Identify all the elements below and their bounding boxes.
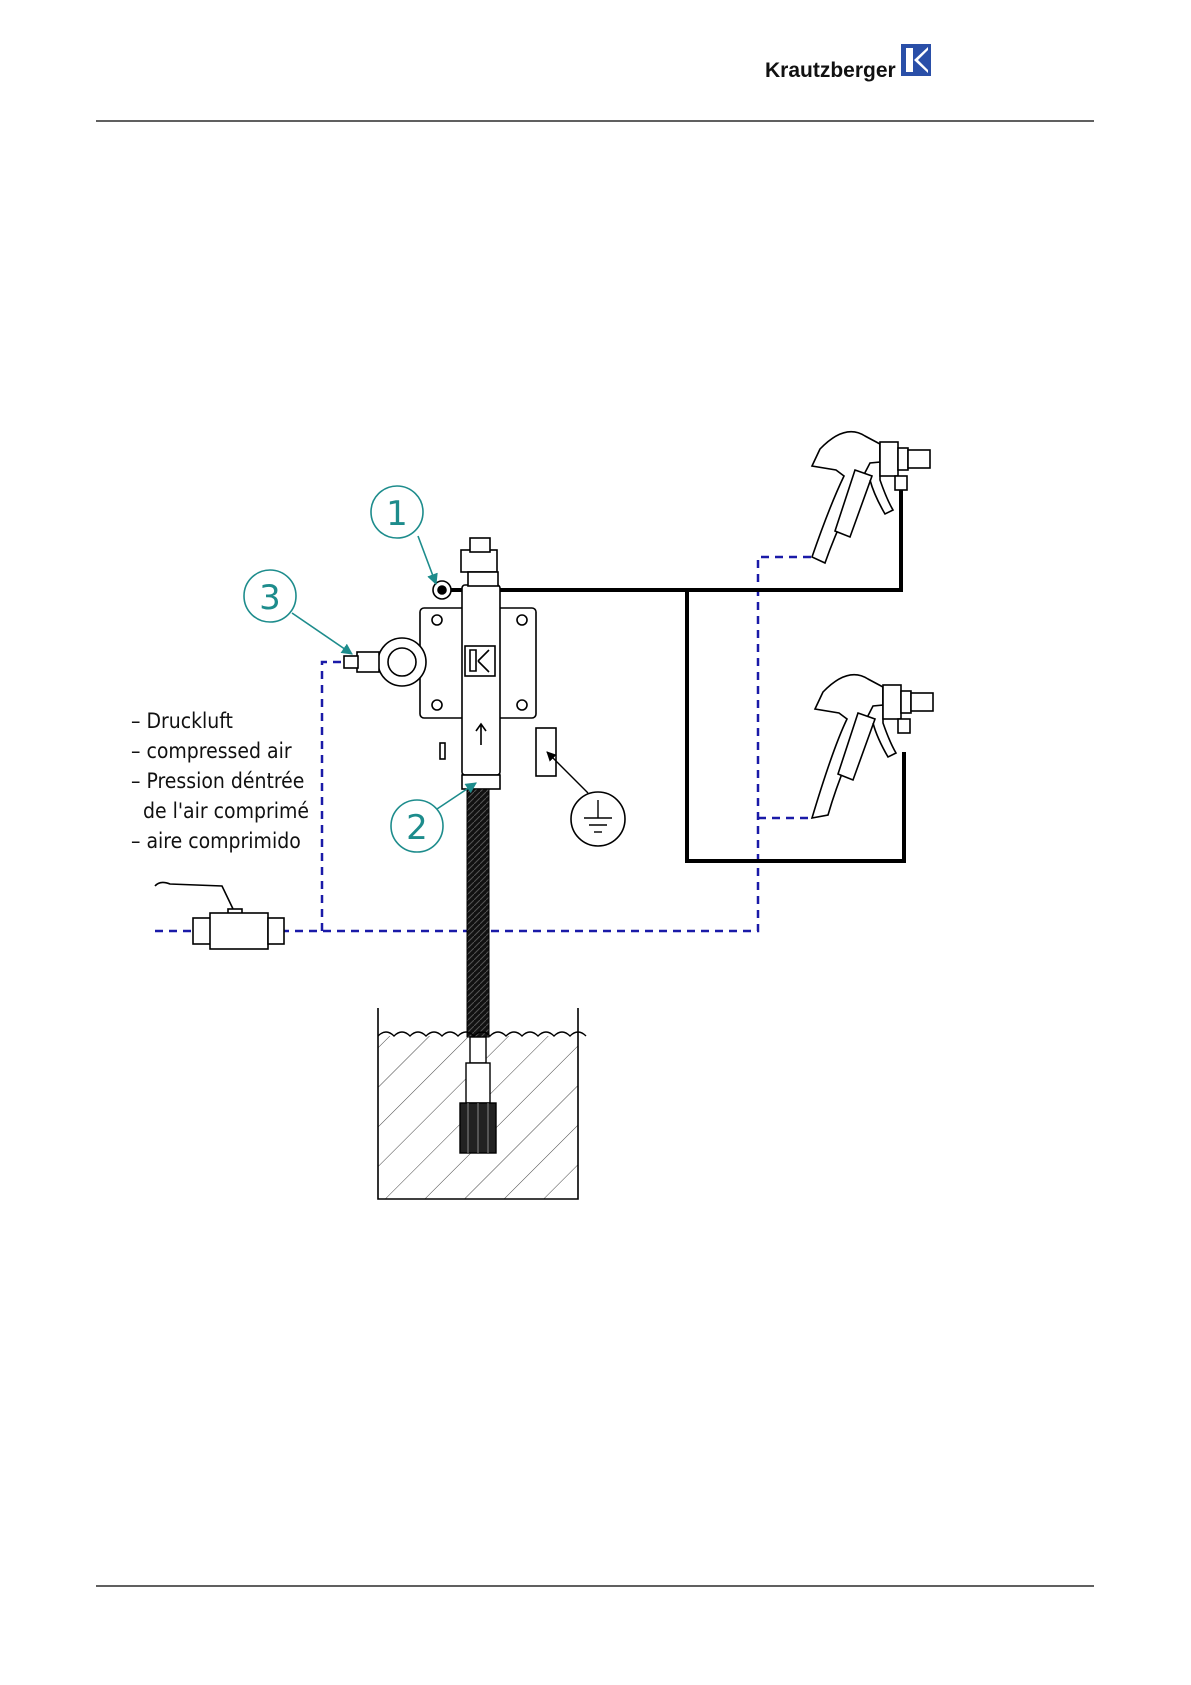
- callout-2: 2: [391, 783, 476, 852]
- air-legend: – Druckluft – compressed air – Pression …: [131, 709, 309, 853]
- legend-line-3: – Pression déntrée: [131, 769, 304, 793]
- material-container: [378, 1008, 586, 1199]
- callout-1: 1: [371, 486, 436, 584]
- page-header: Krautzberger: [96, 44, 1094, 121]
- brand-name: Krautzberger: [765, 59, 896, 82]
- callout-2-label: 2: [406, 808, 428, 848]
- k-logo-icon: [901, 44, 931, 76]
- callout-3: 3: [244, 570, 352, 654]
- legend-line-5: – aire comprimido: [131, 829, 301, 853]
- suction-hose: [467, 789, 489, 1037]
- ball-valve: [155, 882, 284, 949]
- spray-gun-upper: [812, 432, 930, 563]
- callout-3-label: 3: [259, 578, 281, 618]
- legend-line-1: – Druckluft: [131, 709, 233, 733]
- callout-1-label: 1: [386, 494, 408, 534]
- ground-symbol-icon: [547, 752, 625, 846]
- legend-line-2: – compressed air: [131, 739, 292, 763]
- legend-line-4: de l'air comprimé: [131, 799, 309, 823]
- pump-unit: [344, 538, 556, 789]
- spray-gun-lower: [812, 675, 933, 818]
